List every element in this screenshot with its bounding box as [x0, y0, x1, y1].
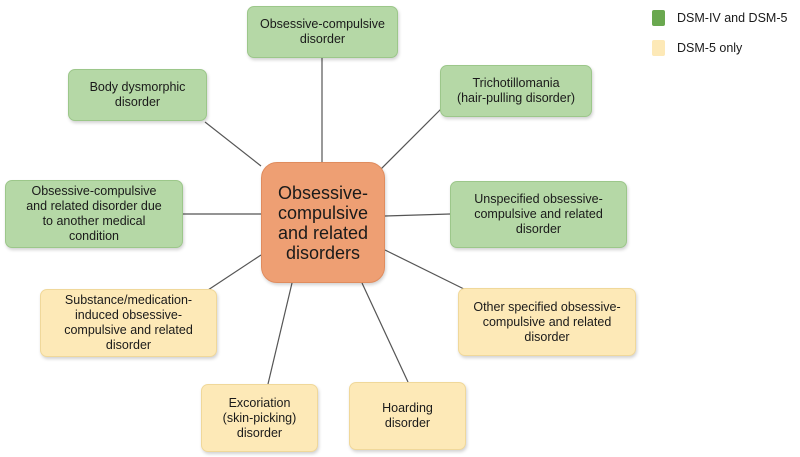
legend-label: DSM-IV and DSM-5: [677, 11, 788, 25]
node-label: Other specified obsessive- compulsive an…: [473, 299, 621, 344]
node-label: Hoarding disorder: [382, 401, 433, 430]
node-label: Trichotillomania (hair-pulling disorder): [456, 76, 576, 105]
legend-swatch-green: [652, 10, 665, 26]
legend-swatch-yellow: [652, 40, 665, 56]
connector-body-dysmorphic: [204, 121, 262, 167]
node-hoarding: Hoarding disorder: [349, 382, 466, 450]
connector-hoarding: [361, 282, 409, 383]
legend-label: DSM-5 only: [677, 41, 743, 55]
node-unspecified: Unspecified obsessive- compulsive and re…: [450, 181, 627, 248]
node-label: Body dysmorphic disorder: [89, 80, 186, 109]
node-label: Unspecified obsessive- compulsive and re…: [474, 192, 603, 236]
legend-item-dsm-5-only: DSM-5 only: [652, 40, 742, 56]
node-substance-medication: Substance/medication- induced obsessive-…: [40, 289, 217, 357]
node-body-dysmorphic: Body dysmorphic disorder: [68, 69, 207, 121]
node-excoriation: Excoriation (skin-picking) disorder: [201, 384, 318, 452]
connector-excoriation: [267, 282, 293, 385]
node-trichotillomania: Trichotillomania (hair-pulling disorder): [440, 65, 592, 117]
connector-trichotillomania: [379, 107, 443, 171]
connector-other-specified: [384, 249, 467, 291]
legend-item-dsm-iv-dsm-5: DSM-IV and DSM-5: [652, 10, 787, 26]
node-label: Substance/medication- induced obsessive-…: [64, 293, 193, 352]
center-node-label: Obsessive- compulsive and related disord…: [277, 182, 369, 263]
node-label: Obsessive-compulsive disorder: [259, 17, 386, 46]
node-label: Obsessive-compulsive and related disorde…: [26, 184, 162, 243]
connector-unspecified: [384, 213, 451, 217]
node-medical-condition: Obsessive-compulsive and related disorde…: [5, 180, 183, 248]
node-label: Excoriation (skin-picking) disorder: [222, 395, 297, 440]
center-node: Obsessive- compulsive and related disord…: [261, 162, 385, 283]
connector-substance: [207, 254, 262, 291]
node-other-specified: Other specified obsessive- compulsive an…: [458, 288, 636, 356]
node-obsessive-compulsive-disorder: Obsessive-compulsive disorder: [247, 6, 398, 58]
